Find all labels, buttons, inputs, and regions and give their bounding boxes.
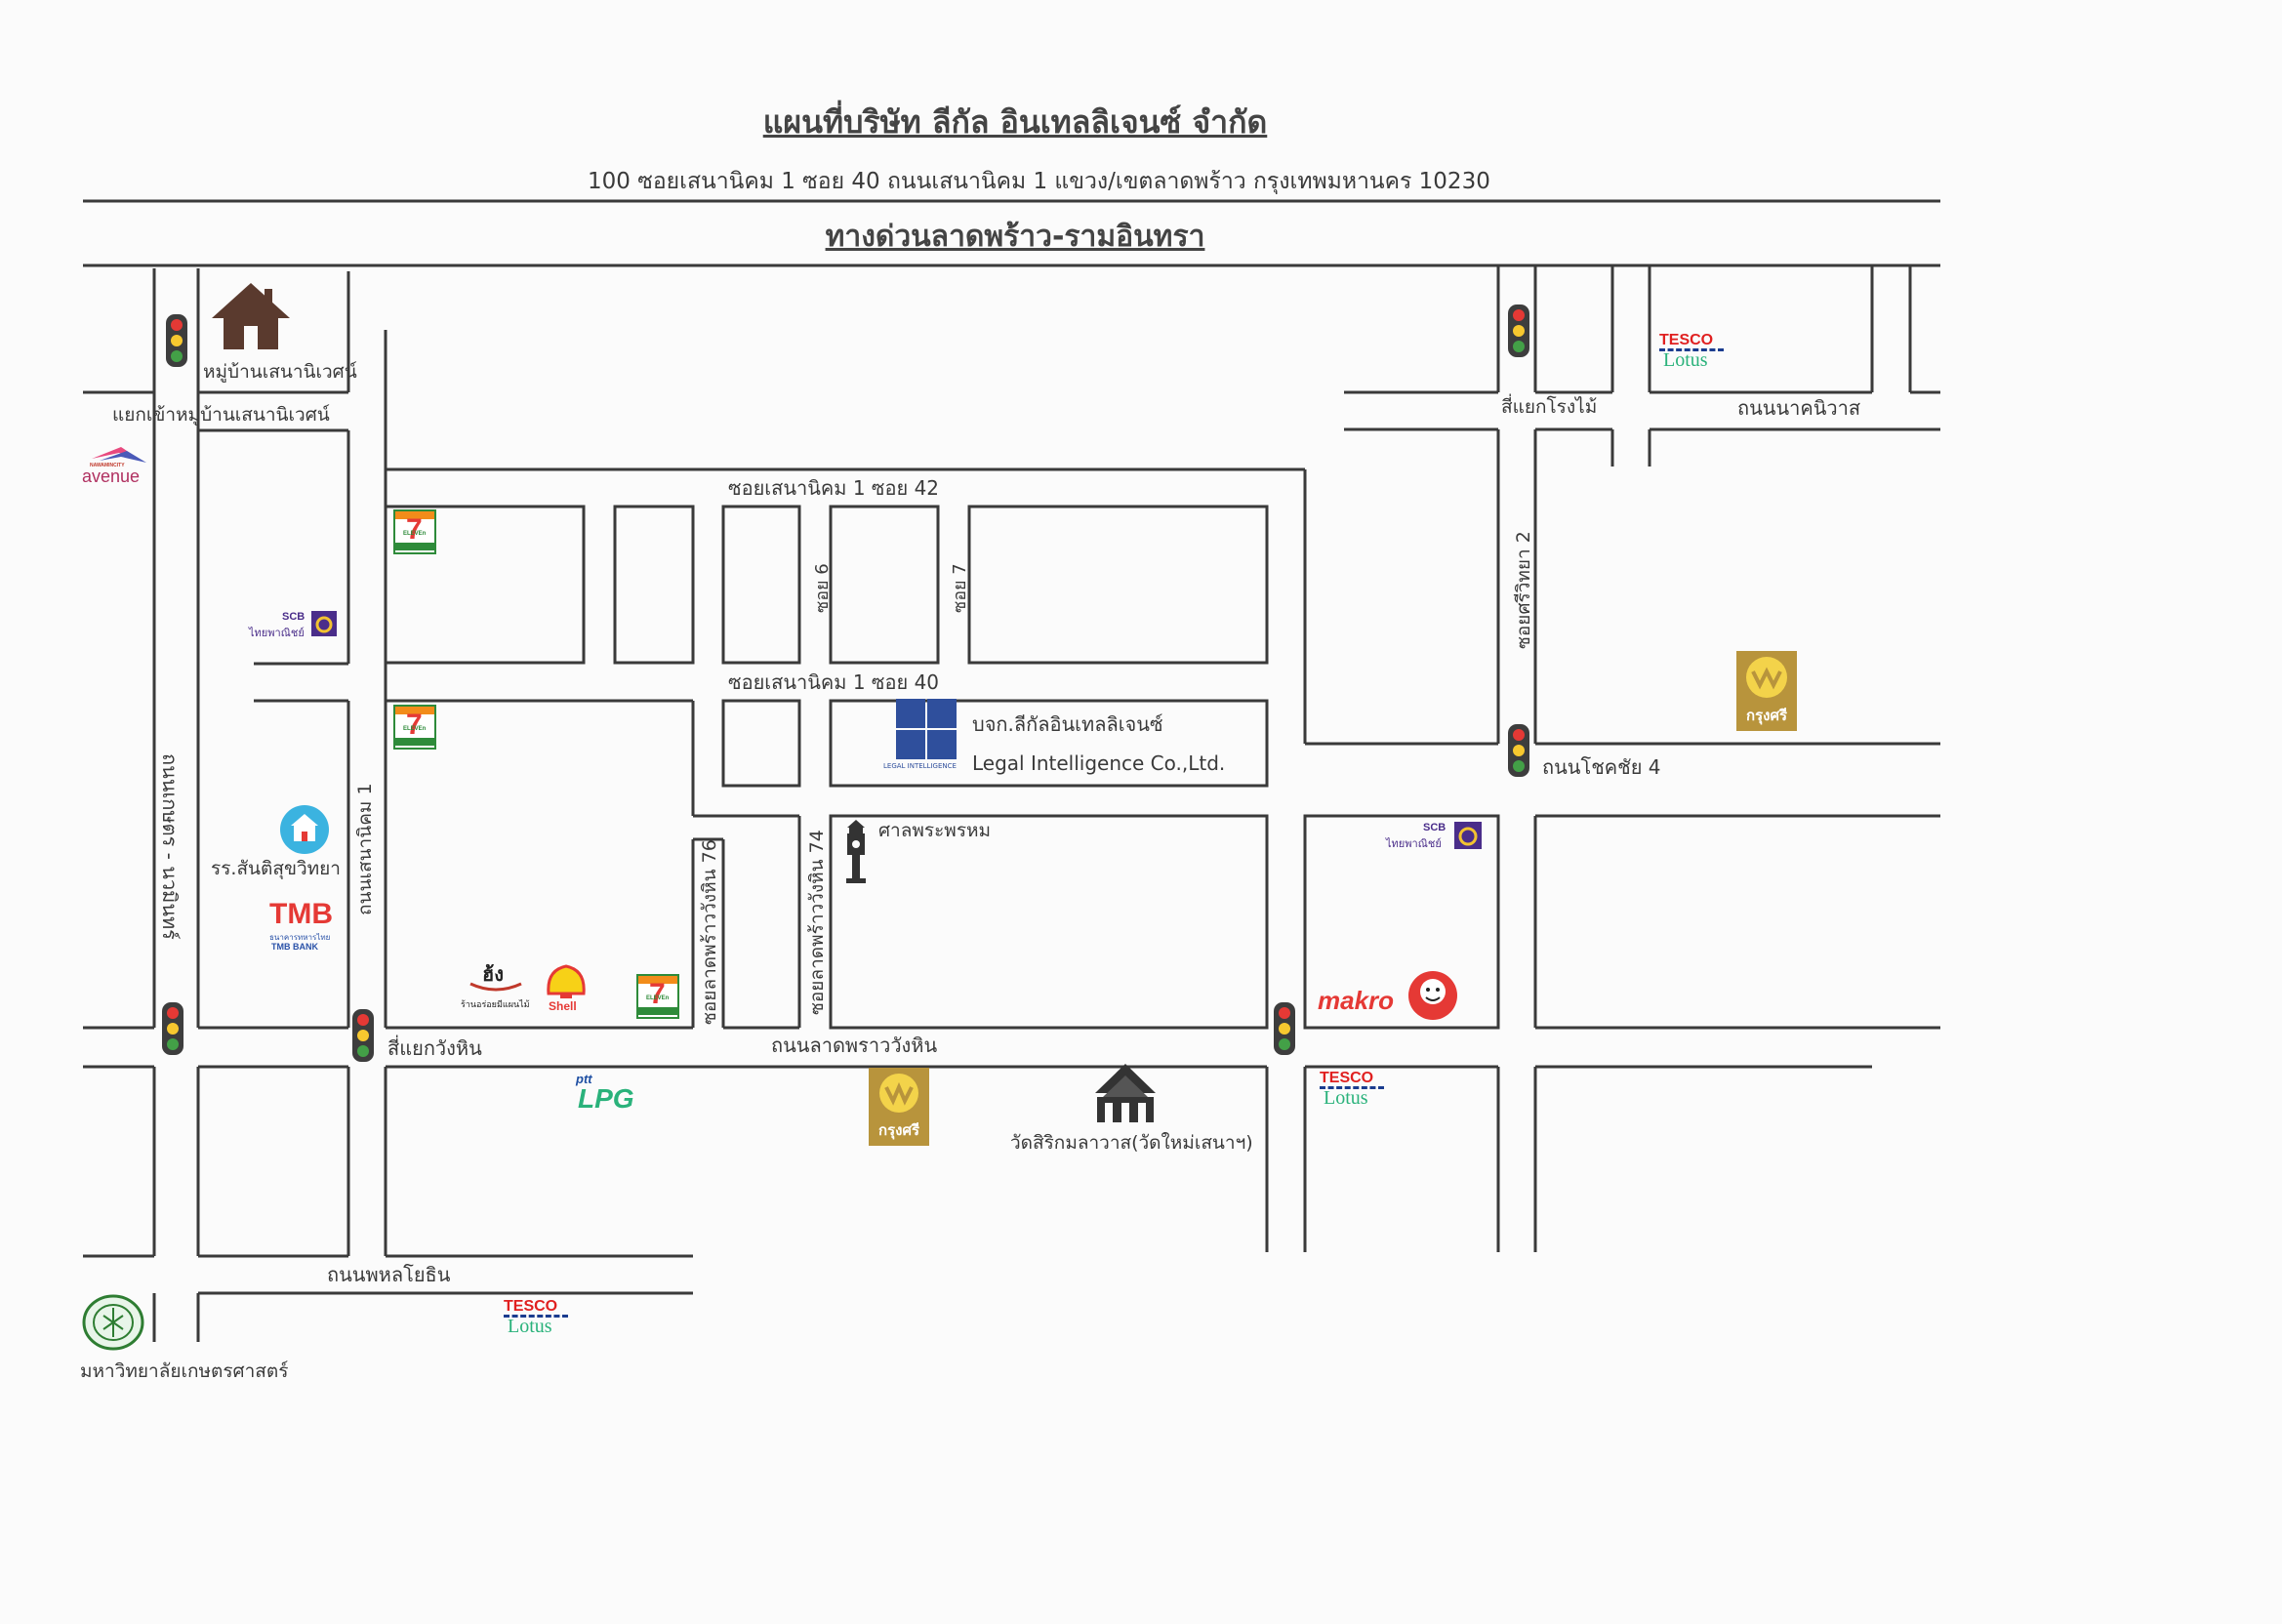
road-label-ladphrao-wanghin: ถนนลาดพราววังหิน — [771, 1034, 938, 1057]
road-label-chokchai4: ถนนโชคชัย 4 — [1542, 755, 1661, 779]
expressway-label: ทางด่วนลาดพร้าว-รามอินทรา — [825, 220, 1205, 254]
kasetsart-seal-icon — [82, 1294, 144, 1351]
road-label-soi-sriwittaya2: ซอยศรีวิทยา 2 — [1513, 531, 1534, 649]
kfc-logo — [1407, 970, 1458, 1021]
makro-logo: makro — [1318, 986, 1395, 1015]
road-lines — [83, 199, 1940, 1342]
landmark-temple-label: วัดสิริกมลาวาส(วัดใหม่เสนาฯ) — [1010, 1132, 1253, 1154]
road-label-senanikhom1: ถนนเสนานิคม 1 — [354, 783, 376, 915]
scb-logo: SCB ไทยพาณิชย์ — [1384, 820, 1489, 851]
road-label-soi42: ซอยเสนานิคม 1 ซอย 42 — [728, 476, 940, 500]
company-logo-caption: LEGAL INTELLIGENCE — [883, 762, 957, 770]
restaurant-logo: ฮ้ง ร้านอร่อยมีแผนไม้ — [461, 964, 530, 1009]
landmark-school-label: รร.สันติสุขวิทยา — [211, 858, 341, 879]
road-label-soi6: ซอย 6 — [812, 563, 833, 613]
landmark-shrine-label: ศาลพระพรหม — [878, 820, 992, 841]
house-icon — [210, 281, 292, 351]
road-label-phahonyothin: ถนนพหลโยธิน — [327, 1263, 451, 1286]
intersection-rongmai-label: สี่แยกโรงไม้ — [1501, 396, 1598, 418]
road-label-wanghin-74: ซอยลาดพร้าววังหิน 74 — [806, 830, 828, 1015]
shell-logo: Shell — [545, 964, 588, 1013]
tesco-lotus-logo: TESCO Lotus — [1318, 1070, 1388, 1113]
tmb-logo: TMB ธนาคารทหารไทย TMB BANK — [269, 898, 333, 952]
traffic-light-icons — [162, 304, 1529, 1062]
traffic-light-icon — [1508, 304, 1529, 357]
tesco-lotus-logo: TESCO Lotus — [1657, 332, 1728, 375]
shrine-icon — [843, 820, 869, 884]
road-label-wanghin-76: ซอยลาดพร้าววังหิน 76 — [699, 839, 720, 1025]
school-icon — [279, 804, 330, 855]
intersection-wanghin-label: สี่แยกวังหิน — [387, 1036, 482, 1060]
landmark-kasetsart-label: มหาวิทยาลัยเกษตรศาสตร์ — [80, 1360, 289, 1382]
traffic-light-icon — [162, 1002, 183, 1055]
traffic-light-icon — [1274, 1002, 1295, 1055]
traffic-light-icon — [166, 314, 187, 367]
krungsri-logo: กรุงศรี — [869, 1068, 929, 1146]
road-label-nakniwat: ถนนนาคนิวาส — [1737, 396, 1861, 420]
traffic-light-icon — [352, 1009, 374, 1062]
seven-eleven-logo: 7 ELEVEn — [393, 509, 436, 554]
krungsri-logo: กรุงศรี — [1736, 651, 1797, 731]
road-label-kaset-nawamin: ถนนเกษตร - นวมินทร์ — [158, 753, 182, 940]
company-address: 100 ซอยเสนานิคม 1 ซอย 40 ถนนเสนานิคม 1 แ… — [588, 169, 1490, 194]
traffic-light-icon — [1508, 724, 1529, 777]
road-label-soi7: ซอย 7 — [950, 563, 970, 613]
landmark-village-label: หมู่บ้านเสนานิเวศน์ — [203, 361, 357, 383]
company-name-en: Legal Intelligence Co.,Ltd. — [972, 751, 1226, 775]
company-logo — [894, 699, 960, 759]
landmark-village-junction: แยกเข้าหมู่บ้านเสนานิเวศน์ — [112, 404, 330, 426]
scb-logo: SCB ไทยพาณิชย์ — [249, 609, 343, 640]
temple-icon — [1087, 1064, 1163, 1124]
company-name-th: บจก.ลีกัลอินเทลลิเจนซ์ — [972, 712, 1163, 736]
map-title: แผนที่บริษัท ลีกัล อินเทลลิเจนซ์ จำกัด — [762, 103, 1268, 141]
tesco-lotus-logo: TESCO Lotus — [502, 1298, 572, 1341]
road-label-soi40: ซอยเสนานิคม 1 ซอย 40 — [728, 670, 940, 694]
seven-eleven-logo: 7 ELEVEn — [636, 974, 679, 1019]
avenue-logo: NAWAMINCITY avenue — [82, 445, 156, 488]
ptt-lpg-logo: ptt LPG — [576, 1072, 634, 1114]
seven-eleven-logo: 7 ELEVEn — [393, 705, 436, 750]
